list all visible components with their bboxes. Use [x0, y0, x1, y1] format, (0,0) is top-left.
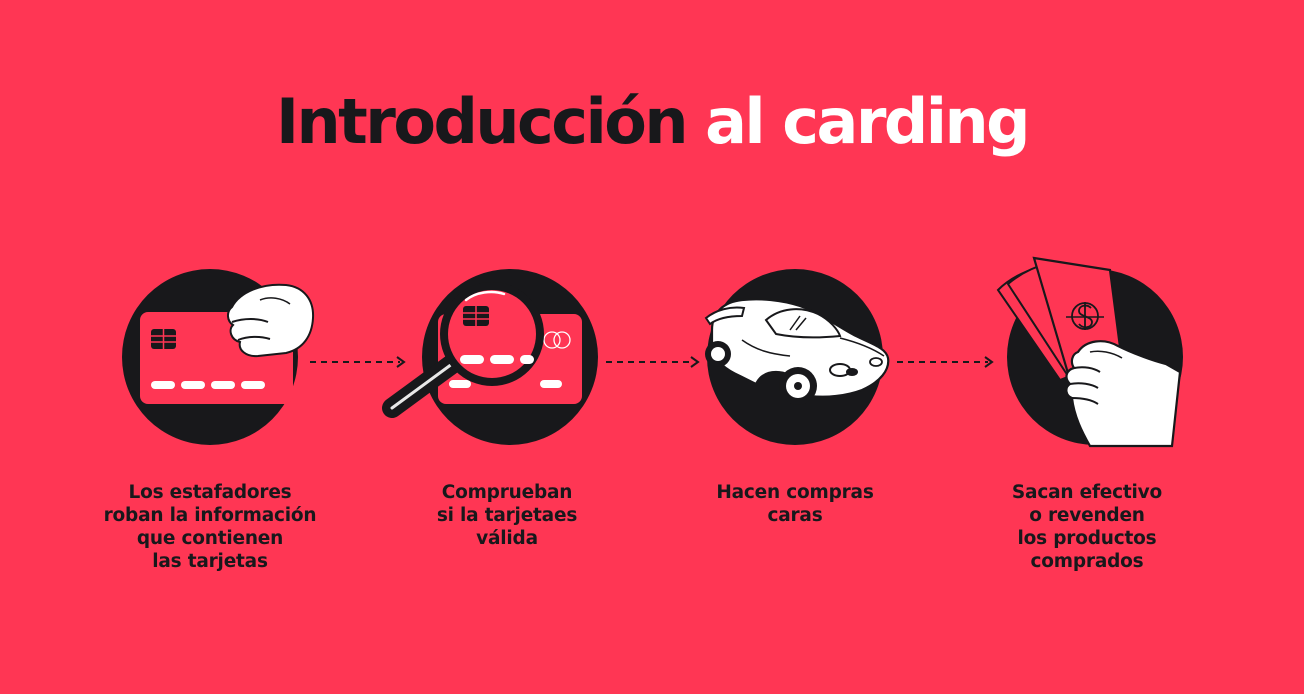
title-part-dark: Introducción [275, 85, 689, 158]
step-caption-3: Hacen compras caras [716, 482, 874, 526]
arrow-icon [310, 356, 406, 368]
credit-card-hand-icon [122, 269, 315, 445]
step-caption-2: Comprueban si la tarjetaes válida [436, 482, 578, 549]
sports-car-icon [704, 269, 890, 445]
step-caption-1: Los estafadores roban la información que… [103, 482, 317, 572]
title-part-light: al carding [705, 85, 1031, 158]
cash-hand-icon [996, 256, 1183, 448]
arrow-icon [897, 356, 994, 368]
step-caption-4: Sacan efectivo o revenden los productos … [1011, 482, 1163, 572]
magnifier-card-icon [382, 269, 598, 445]
arrow-icon [606, 356, 700, 368]
page-title: Introducción al carding [0, 82, 1304, 162]
